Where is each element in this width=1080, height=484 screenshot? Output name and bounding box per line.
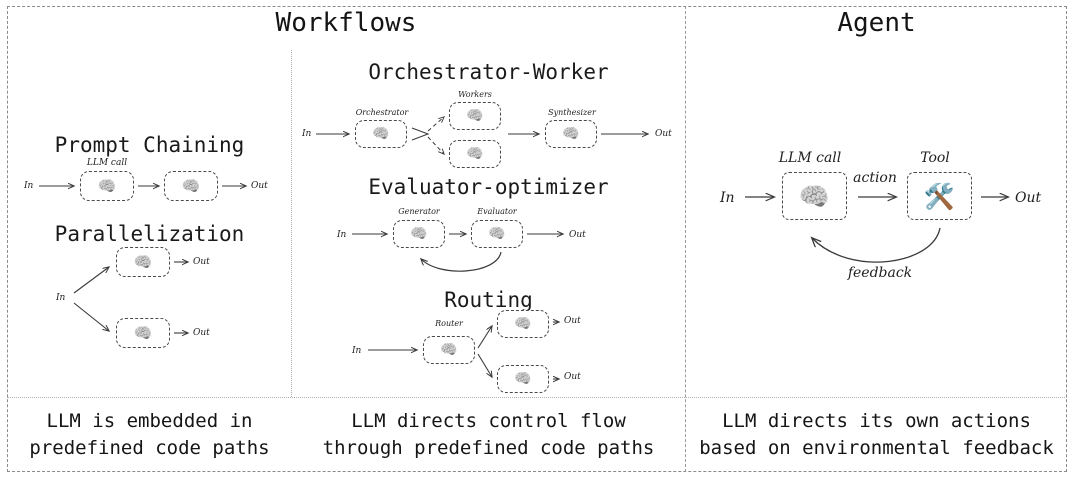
node-llm-branch-1: 🧠 bbox=[116, 247, 170, 277]
brain-icon: 🧠 bbox=[514, 316, 532, 332]
node-route-target-2: 🧠 bbox=[497, 365, 549, 393]
node-synthesizer: 🧠 bbox=[545, 120, 597, 148]
node-router: 🧠 bbox=[423, 336, 475, 364]
diagram-agent: LLM call Tool action feedback In Out 🧠 🛠… bbox=[690, 140, 1075, 320]
label-feedback: feedback bbox=[847, 265, 913, 281]
brain-icon: 🧠 bbox=[798, 181, 831, 211]
workflows-inner-divider bbox=[291, 50, 292, 397]
label-in: In bbox=[302, 129, 312, 139]
node-evaluator: 🧠 bbox=[471, 220, 523, 248]
wires-agent bbox=[745, 140, 1075, 263]
title-parallelization: Parallelization bbox=[54, 222, 245, 246]
node-tool: 🛠️ bbox=[907, 172, 972, 220]
label-in: In bbox=[337, 230, 347, 240]
brain-icon: 🧠 bbox=[466, 108, 484, 124]
hammer-and-wrench-icon: 🛠️ bbox=[923, 181, 956, 211]
node-llm-call-2: 🧠 bbox=[164, 171, 218, 201]
label-llm-call: LLM call bbox=[86, 158, 128, 168]
caption-agent: LLM directs its own actions based on env… bbox=[699, 410, 1054, 459]
header-workflows: Workflows bbox=[275, 8, 417, 38]
label-in: In bbox=[720, 190, 735, 206]
node-worker-1: 🧠 bbox=[449, 102, 501, 130]
label-out-bottom: Out bbox=[193, 328, 210, 338]
brain-icon: 🧠 bbox=[466, 146, 484, 162]
node-route-target-1: 🧠 bbox=[497, 310, 549, 338]
label-evaluator: Evaluator bbox=[477, 207, 517, 216]
caption-row-divider bbox=[7, 397, 1067, 398]
label-generator: Generator bbox=[398, 207, 440, 216]
label-workers: Workers bbox=[458, 90, 492, 99]
label-in: In bbox=[56, 293, 66, 303]
label-out: Out bbox=[1015, 190, 1042, 206]
label-synthesizer: Synthesizer bbox=[548, 108, 596, 117]
brain-icon: 🧠 bbox=[133, 252, 153, 271]
brain-icon: 🧠 bbox=[97, 176, 117, 195]
label-action: action bbox=[853, 170, 897, 186]
title-prompt-chaining: Prompt Chaining bbox=[54, 133, 245, 157]
label-llm-call: LLM call bbox=[778, 150, 842, 166]
brain-icon: 🧠 bbox=[410, 226, 428, 242]
node-orchestrator: 🧠 bbox=[355, 120, 407, 148]
label-in: In bbox=[352, 346, 362, 356]
title-orchestrator-worker: Orchestrator-Worker bbox=[368, 60, 609, 84]
title-evaluator-optimizer: Evaluator-optimizer bbox=[368, 175, 609, 199]
diagram-prompt-chaining: LLM call In Out 🧠 🧠 bbox=[8, 158, 291, 210]
diagram-orchestrator-worker: Orchestrator Workers Synthesizer In Out … bbox=[292, 88, 685, 168]
label-router: Router bbox=[435, 319, 463, 328]
label-out-top: Out bbox=[193, 257, 210, 267]
label-out: Out bbox=[655, 129, 672, 139]
caption-workflows-right: LLM directs control flow through predefi… bbox=[322, 410, 655, 459]
node-llm-branch-2: 🧠 bbox=[116, 318, 170, 348]
title-routing: Routing bbox=[444, 288, 533, 312]
label-out: Out bbox=[251, 181, 268, 191]
diagram-parallelization: In Out Out 🧠 🧠 bbox=[8, 243, 291, 353]
node-worker-2: 🧠 bbox=[449, 140, 501, 168]
label-out-top: Out bbox=[564, 316, 581, 326]
node-generator: 🧠 bbox=[393, 220, 445, 248]
label-tool: Tool bbox=[920, 150, 950, 166]
workflows-agent-divider bbox=[685, 6, 686, 472]
wires-prompt-chaining bbox=[39, 160, 291, 210]
node-llm-call-1: 🧠 bbox=[80, 171, 134, 201]
brain-icon: 🧠 bbox=[440, 342, 458, 358]
label-out: Out bbox=[569, 230, 586, 240]
brain-icon: 🧠 bbox=[181, 176, 201, 195]
header-agent: Agent bbox=[837, 8, 916, 38]
wires-routing bbox=[368, 310, 685, 395]
brain-icon: 🧠 bbox=[562, 126, 580, 142]
brain-icon: 🧠 bbox=[133, 323, 153, 342]
brain-icon: 🧠 bbox=[488, 226, 506, 242]
label-in: In bbox=[24, 181, 34, 191]
diagram-evaluator-optimizer: Generator Evaluator In Out 🧠 🧠 bbox=[292, 202, 685, 287]
brain-icon: 🧠 bbox=[372, 126, 390, 142]
brain-icon: 🧠 bbox=[514, 371, 532, 387]
label-out-bottom: Out bbox=[564, 372, 581, 382]
label-orchestrator: Orchestrator bbox=[355, 108, 409, 117]
node-llm-call: 🧠 bbox=[782, 172, 847, 220]
diagram-routing: Router In Out Out 🧠 🧠 🧠 bbox=[292, 310, 685, 395]
caption-workflows-left: LLM is embedded in predefined code paths bbox=[29, 410, 270, 459]
